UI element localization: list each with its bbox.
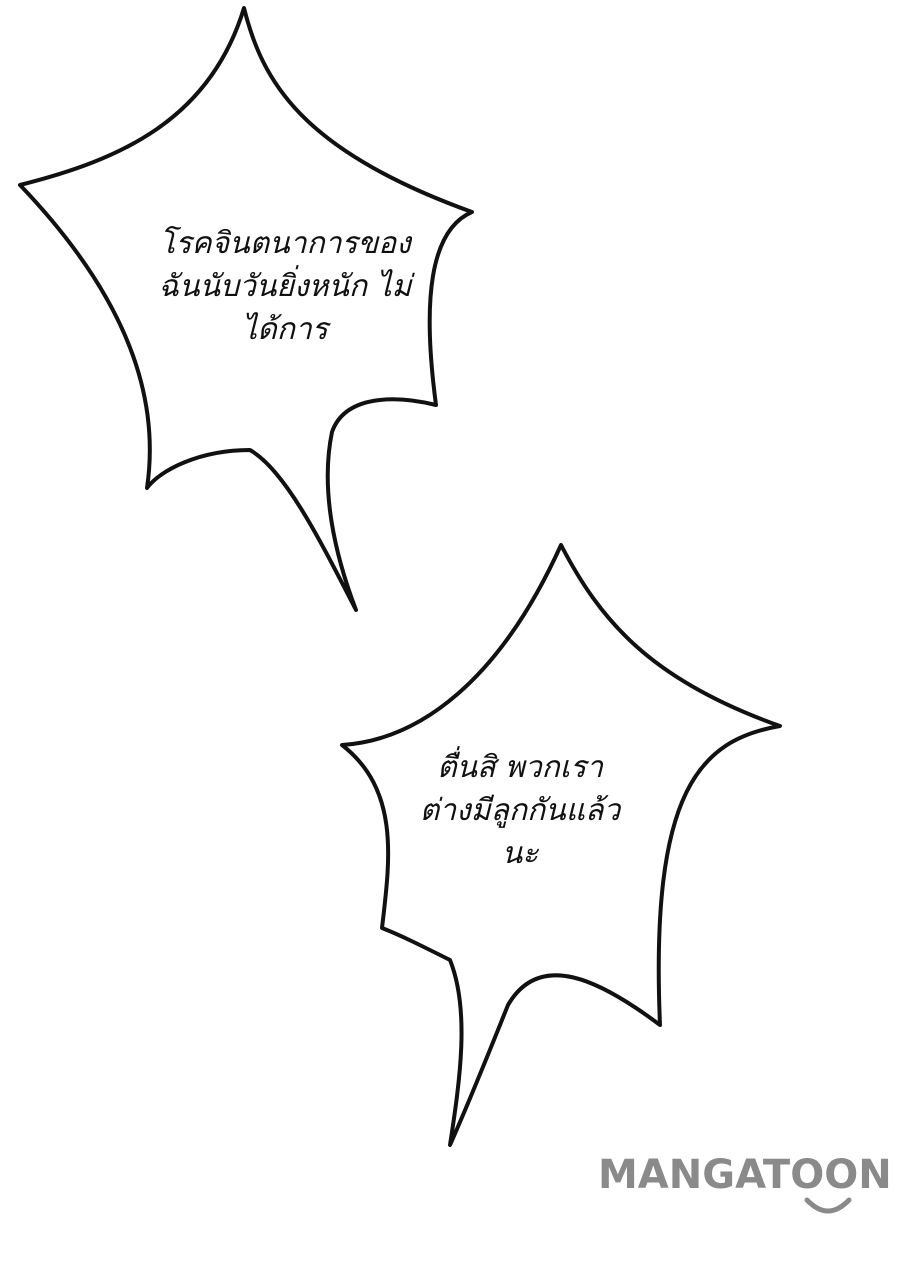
speech-bubble-1 bbox=[18, 6, 474, 612]
bubble-2-line-1: ตื่นสิ พวกเรา bbox=[437, 750, 603, 785]
bubble-1-line-3: ได้การ bbox=[242, 312, 328, 347]
watermark-smile-icon bbox=[804, 1197, 852, 1214]
speech-bubble-2 bbox=[340, 543, 782, 1147]
bubble-2-line-3: นะ bbox=[501, 836, 539, 871]
bubble-1-line-1: โรคจินตนาการของ bbox=[159, 226, 411, 261]
bubble-1-line-2: ฉันนับวันยิ่งหนัก ไม่ bbox=[158, 269, 412, 304]
watermark-text: MANGATOON bbox=[598, 1152, 892, 1198]
speech-bubble-1-text: โรคจินตนาการของ ฉันนับวันยิ่งหนัก ไม่ ได… bbox=[140, 222, 430, 351]
mangatoon-watermark: MANGATOON bbox=[598, 1152, 898, 1222]
speech-bubble-2-text: ตื่นสิ พวกเรา ต่างมีลูกกันแล้ว นะ bbox=[400, 746, 640, 875]
bubble-2-line-2: ต่างมีลูกกันแล้ว bbox=[419, 793, 621, 828]
